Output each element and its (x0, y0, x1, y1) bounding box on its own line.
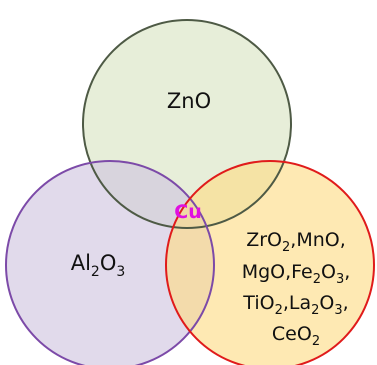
label-top-text: ZnO (167, 89, 211, 113)
label-right-1a: ZrO (246, 229, 282, 251)
label-right-2c: , (344, 261, 350, 283)
circle-right (166, 161, 374, 365)
circle-left-outline (5, 160, 215, 365)
label-top: ZnO (167, 89, 211, 113)
circle-left (6, 161, 214, 365)
label-right-3a-sub: 2 (275, 303, 283, 318)
label-right-line4: CeO2 (272, 323, 320, 349)
label-right-3b: ,La (283, 292, 311, 314)
label-left-mid: O (100, 251, 117, 275)
label-right-line1: ZrO2,MnO, (246, 229, 346, 255)
label-right-4a: CeO (272, 323, 312, 345)
label-right-3c: O (319, 292, 334, 314)
label-right-2b-sub: 3 (336, 272, 344, 287)
label-left: Al2O3 (71, 251, 126, 280)
label-right-1a-sub: 2 (282, 240, 290, 255)
label-right-line3: TiO2,La2O3, (242, 292, 348, 318)
center-label: Cu (174, 201, 201, 223)
label-right-line2: MgO,Fe2O3, (242, 261, 351, 287)
label-right-4a-sub: 2 (312, 334, 320, 349)
center-label-text: Cu (174, 201, 201, 223)
label-right-2a: MgO,Fe (242, 261, 313, 283)
label-left-base: Al (71, 251, 91, 275)
label-left-sub1: 2 (91, 264, 100, 280)
label-right-2a-sub: 2 (313, 272, 321, 287)
label-right-3c-sub: 3 (334, 303, 342, 318)
label-right-1b: ,MnO, (290, 229, 345, 251)
label-right-3d: , (343, 292, 349, 314)
label-right-3b-sub: 2 (311, 303, 319, 318)
circle-top-outline (82, 19, 292, 229)
label-left-sub2: 3 (116, 264, 125, 280)
circle-right-outline (165, 160, 375, 365)
label-right-3a: TiO (242, 292, 274, 314)
label-right-2b: O (321, 261, 336, 283)
